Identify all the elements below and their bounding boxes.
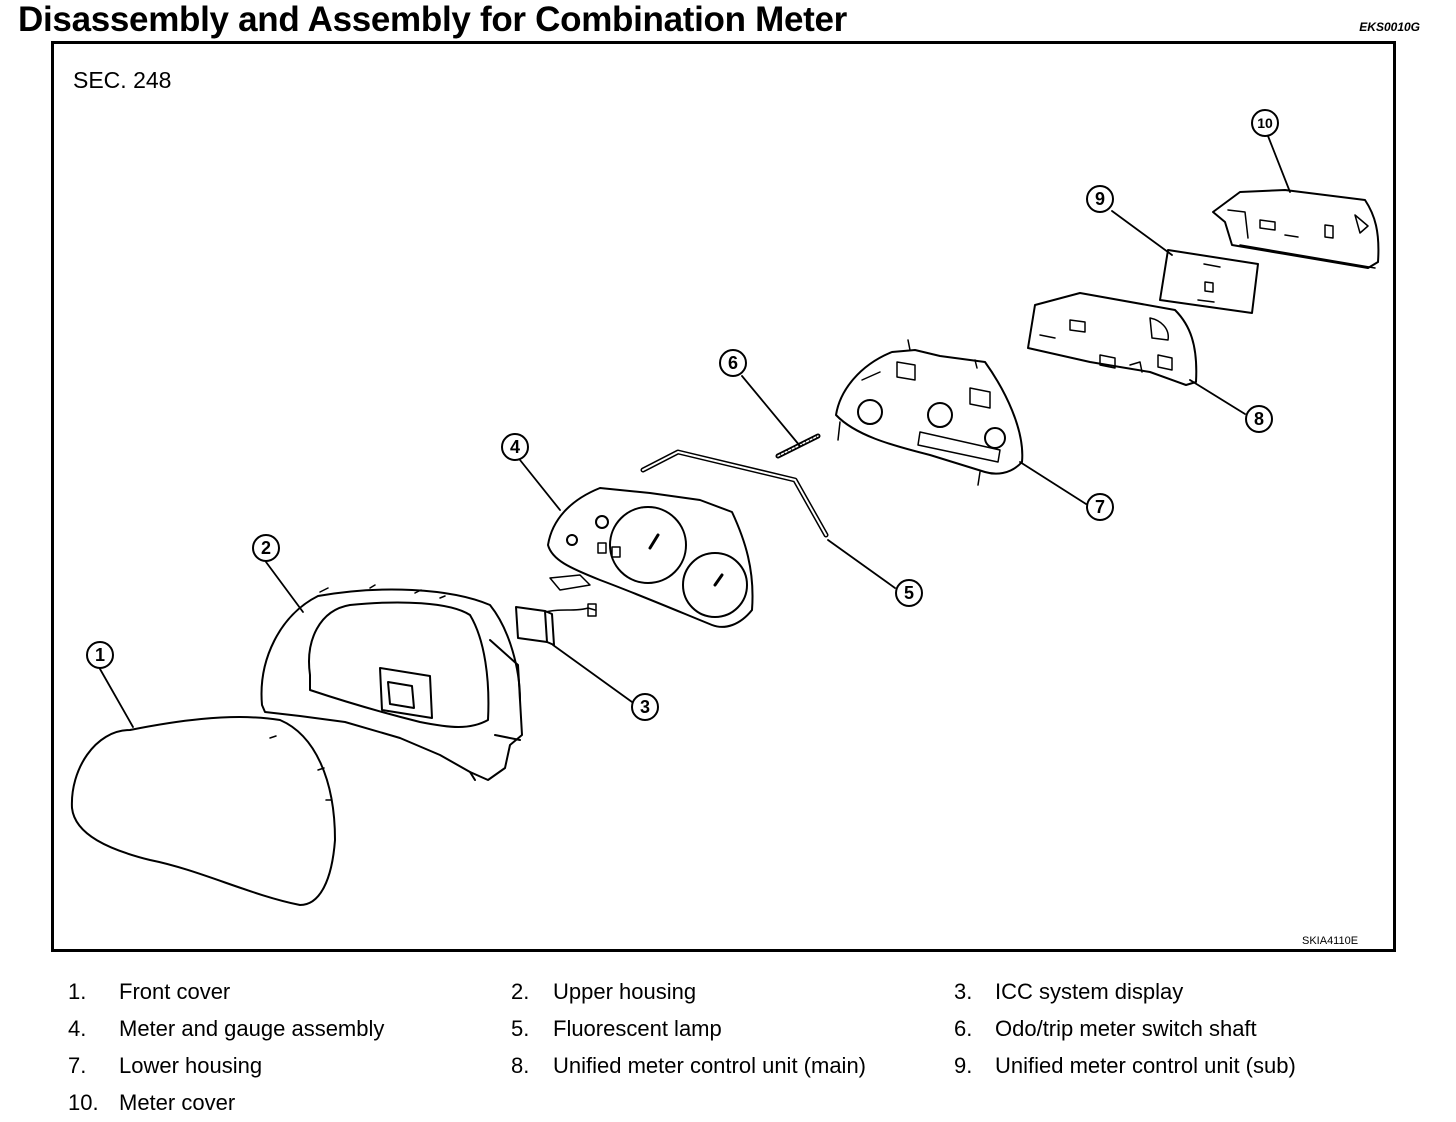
callout-1: 1: [86, 641, 114, 669]
callout-6: 6: [719, 349, 747, 377]
callout-6-label: 6: [728, 353, 738, 373]
callout-3: 3: [631, 693, 659, 721]
callout-3-label: 3: [640, 697, 650, 717]
page-title: Disassembly and Assembly for Combination…: [18, 0, 848, 39]
meter-cover-part: [1212, 189, 1380, 269]
section-number: SEC. 248: [73, 67, 172, 93]
callout-4: 4: [501, 433, 529, 461]
odo-trip-switch-shaft-part: [775, 433, 821, 459]
document-code: EKS0010G: [1359, 20, 1420, 34]
callout-2-label: 2: [261, 538, 271, 558]
callout-10-label: 10: [1257, 115, 1273, 131]
fluorescent-lamp-part: [640, 449, 829, 538]
front-cover-part: [70, 716, 336, 906]
icc-system-display-part: [515, 603, 597, 646]
callout-8-label: 8: [1254, 409, 1264, 429]
callout-2: 2: [252, 534, 280, 562]
callout-10: 10: [1251, 109, 1279, 137]
meter-control-unit-main-part: [1027, 292, 1198, 386]
leader-lines: [99, 135, 1291, 728]
meter-gauge-assembly-part: [547, 487, 754, 628]
callout-7-label: 7: [1095, 497, 1105, 517]
callout-5-label: 5: [904, 583, 914, 603]
meter-control-unit-sub-part: [1159, 249, 1259, 314]
callout-9-label: 9: [1095, 189, 1105, 209]
callout-7: 7: [1086, 493, 1114, 521]
callout-9: 9: [1086, 185, 1114, 213]
upper-housing-part: [260, 584, 523, 781]
callout-1-label: 1: [95, 645, 105, 665]
diagram-frame: [51, 41, 1396, 952]
figure-code: SKIA4110E: [1302, 935, 1359, 947]
callout-4-label: 4: [510, 437, 520, 457]
callout-8: 8: [1245, 405, 1273, 433]
callout-5: 5: [895, 579, 923, 607]
lower-housing-part: [835, 339, 1024, 486]
